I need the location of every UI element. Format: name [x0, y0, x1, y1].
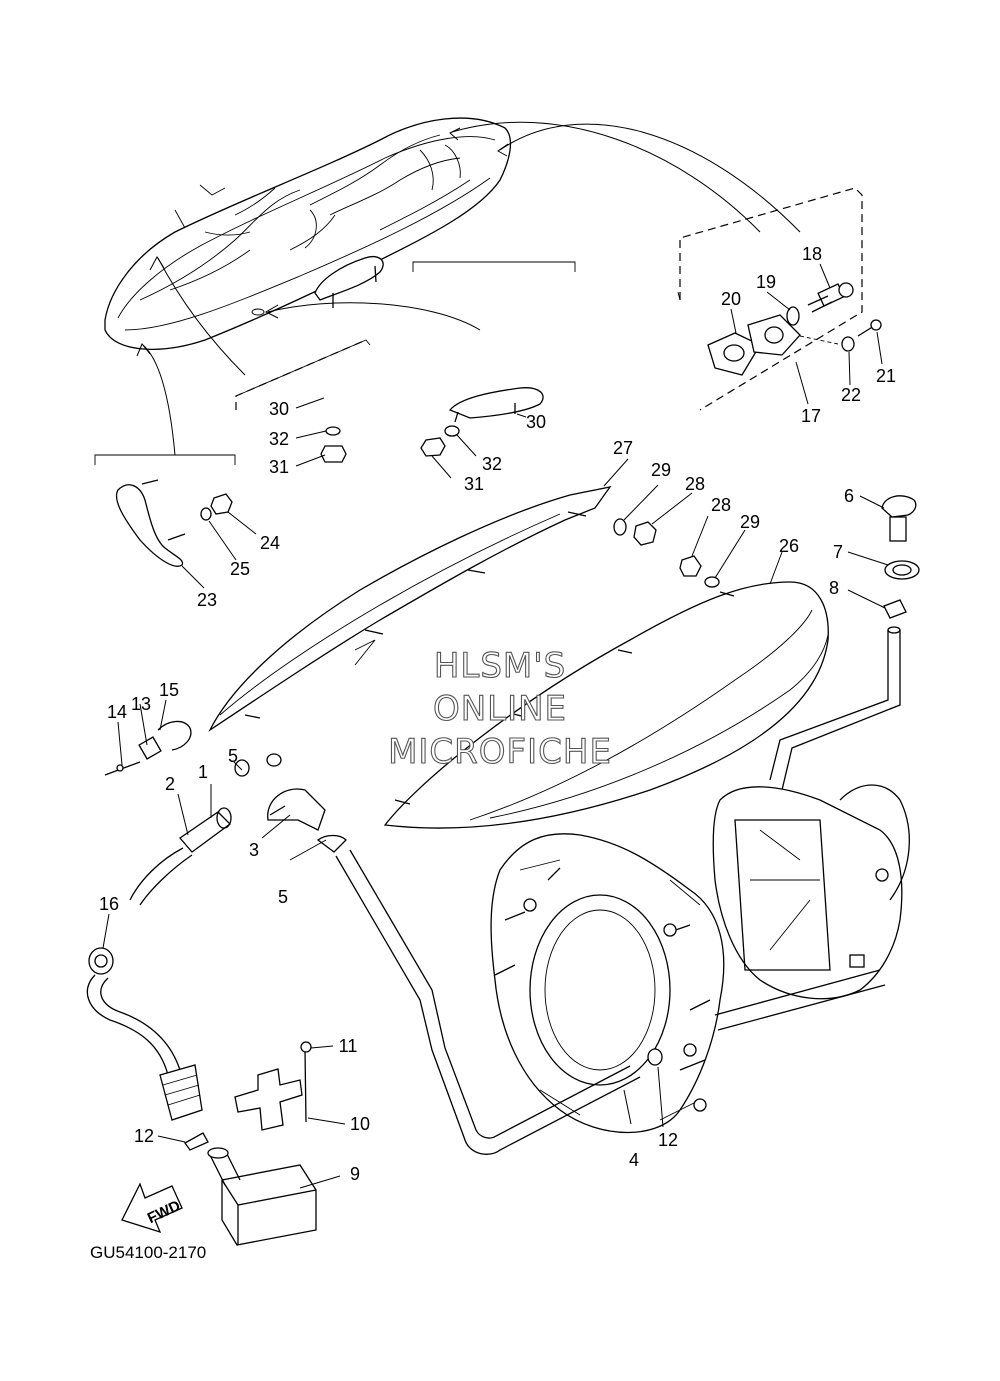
part-label-12b: 12 — [658, 1130, 678, 1150]
watermark: HLSM'S ONLINE MICROFICHE — [388, 645, 612, 772]
part-label-14: 14 — [107, 702, 127, 722]
part-label-15: 15 — [159, 680, 179, 700]
part-label-9: 9 — [350, 1164, 360, 1184]
watermark-line-3: MICROFICHE — [388, 732, 612, 772]
handle-group — [94, 454, 236, 567]
grip-right-group — [412, 261, 576, 457]
figure-code: GU54100-2170 — [90, 1243, 206, 1262]
pump-housing — [712, 784, 910, 1031]
washer-22 — [841, 336, 855, 352]
part-label-16: 16 — [99, 894, 119, 914]
intake-housing — [490, 833, 725, 1134]
part-label-32a: 32 — [269, 429, 289, 449]
part-label-30b: 30 — [526, 412, 546, 432]
fitting-13-15 — [104, 720, 192, 776]
washer-32-right — [444, 425, 460, 437]
part-label-7: 7 — [833, 542, 843, 562]
part-label-11: 11 — [339, 1036, 358, 1056]
cover-26 — [383, 581, 829, 829]
part-label-8: 8 — [829, 578, 839, 598]
part-label-30a: 30 — [269, 399, 289, 419]
part-label-29a: 29 — [651, 460, 671, 480]
washer-25 — [200, 507, 212, 521]
part-label-31b: 31 — [464, 474, 484, 494]
part-label-2: 2 — [165, 774, 175, 794]
part-label-28b: 28 — [711, 495, 731, 515]
part-label-24: 24 — [260, 533, 280, 553]
part-label-19: 19 — [756, 272, 776, 292]
part-label-18: 18 — [802, 244, 822, 264]
part-label-1: 1 — [198, 762, 208, 782]
washer-32-left — [325, 426, 341, 436]
nut-24 — [210, 493, 233, 515]
part-label-4: 4 — [629, 1150, 639, 1170]
part-label-28a: 28 — [685, 474, 705, 494]
part-label-12a: 12 — [134, 1126, 154, 1146]
cover-27 — [208, 486, 612, 732]
part-label-20: 20 — [721, 289, 741, 309]
plate-17 — [747, 314, 801, 356]
part-label-17: 17 — [801, 406, 821, 426]
part-label-22: 22 — [841, 385, 861, 405]
part-label-3: 3 — [249, 840, 259, 860]
part-label-25: 25 — [230, 559, 250, 579]
part-label-26: 26 — [779, 536, 799, 556]
part-label-27: 27 — [613, 438, 633, 458]
grip-left-group — [235, 256, 384, 463]
dashed-parts-group — [677, 187, 882, 411]
part-label-23: 23 — [197, 590, 217, 610]
washers-28-29 — [613, 518, 720, 588]
part-label-29b: 29 — [740, 512, 760, 532]
part-label-6: 6 — [844, 486, 854, 506]
hose-parts — [86, 720, 663, 1155]
part-label-21: 21 — [876, 366, 896, 386]
fitting-18 — [807, 282, 854, 313]
location-arrows — [136, 121, 801, 456]
bottom-parts — [184, 1041, 317, 1246]
part-label-5a: 5 — [228, 746, 238, 766]
screw-21 — [857, 319, 882, 337]
part-label-13: 13 — [131, 694, 151, 714]
part-label-32b: 32 — [482, 454, 502, 474]
nut-31-right — [420, 437, 446, 457]
watercraft-illustration — [104, 117, 512, 350]
part-label-5b: 5 — [278, 887, 288, 907]
gasket-20 — [707, 332, 761, 376]
part-label-31a: 31 — [269, 457, 289, 477]
watermark-line-1: HLSM'S — [434, 646, 566, 686]
leader-lines — [102, 263, 889, 1189]
nut-31-left — [320, 445, 347, 463]
cap-assembly — [769, 495, 920, 791]
part-label-10: 10 — [350, 1114, 370, 1134]
part-labels: 1 2 3 4 5 5 6 7 8 9 10 11 12 12 13 14 15… — [99, 244, 896, 1184]
watermark-line-2: ONLINE — [433, 689, 567, 729]
o-ring-19 — [786, 306, 800, 326]
fwd-arrow: FWD — [121, 1182, 183, 1234]
